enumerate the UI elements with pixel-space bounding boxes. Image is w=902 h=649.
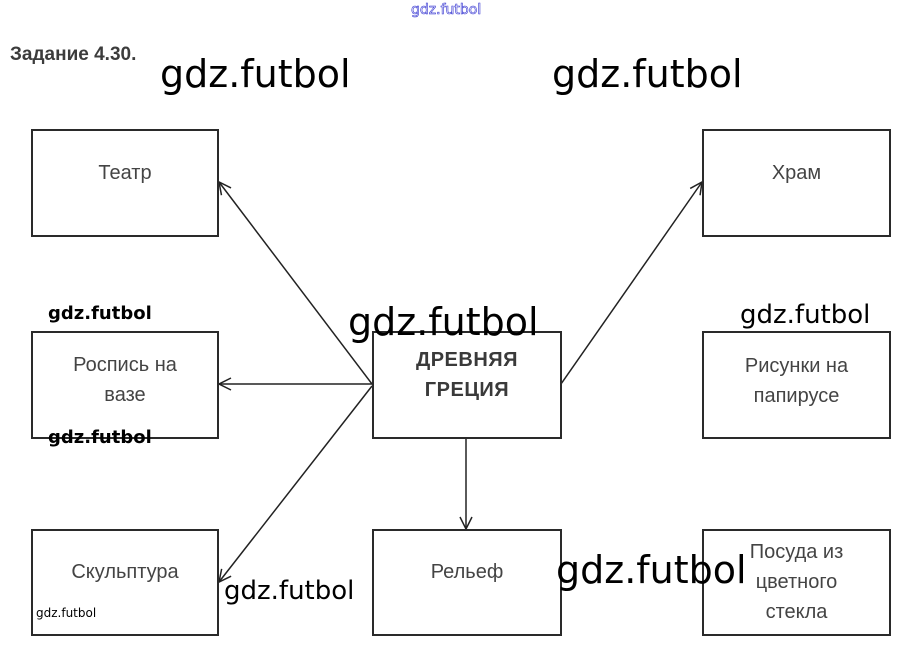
label-sculpture: Скульптура (71, 560, 179, 583)
label-glass: Посуда из цветного стекла (749, 540, 844, 623)
label-ancient-greece: ДРЕВНЯЯ ГРЕЦИЯ (415, 349, 519, 401)
watermark: gdz.futbol (552, 52, 743, 96)
box-ancient-greece: ДРЕВНЯЯ ГРЕЦИЯ (372, 331, 562, 439)
label-vase: Роспись на вазе (73, 354, 177, 406)
task-title: Задание 4.30. (10, 44, 137, 65)
box-relief: Рельеф (372, 529, 562, 636)
watermark: gdz.futbol (48, 427, 152, 448)
label-papyrus: Рисунки на папирусе (744, 355, 849, 407)
label-temple: Храм (771, 162, 822, 184)
arrow-to-theater (219, 182, 373, 385)
watermark: gdz.futbol (224, 576, 355, 606)
box-papyrus: Рисунки на папирусе (702, 331, 891, 439)
box-temple: Храм (702, 129, 891, 237)
box-glass: Посуда из цветного стекла (702, 529, 891, 636)
label-theater: Театр (98, 162, 152, 184)
label-relief: Рельеф (430, 560, 504, 583)
box-theater: Театр (31, 129, 219, 237)
watermark-top: gdz.futbol (411, 2, 482, 19)
arrow-to-sculpture (219, 385, 373, 582)
arrow-to-temple (560, 182, 702, 385)
watermark: gdz.futbol (48, 303, 152, 324)
watermark: gdz.futbol (740, 300, 871, 330)
watermark: gdz.futbol (348, 300, 539, 344)
watermark: gdz.futbol (36, 606, 97, 620)
box-sculpture: Скульптура (31, 529, 219, 636)
box-vase: Роспись на вазе (31, 331, 219, 439)
watermark: gdz.futbol (556, 548, 747, 592)
watermark: gdz.futbol (160, 52, 351, 96)
